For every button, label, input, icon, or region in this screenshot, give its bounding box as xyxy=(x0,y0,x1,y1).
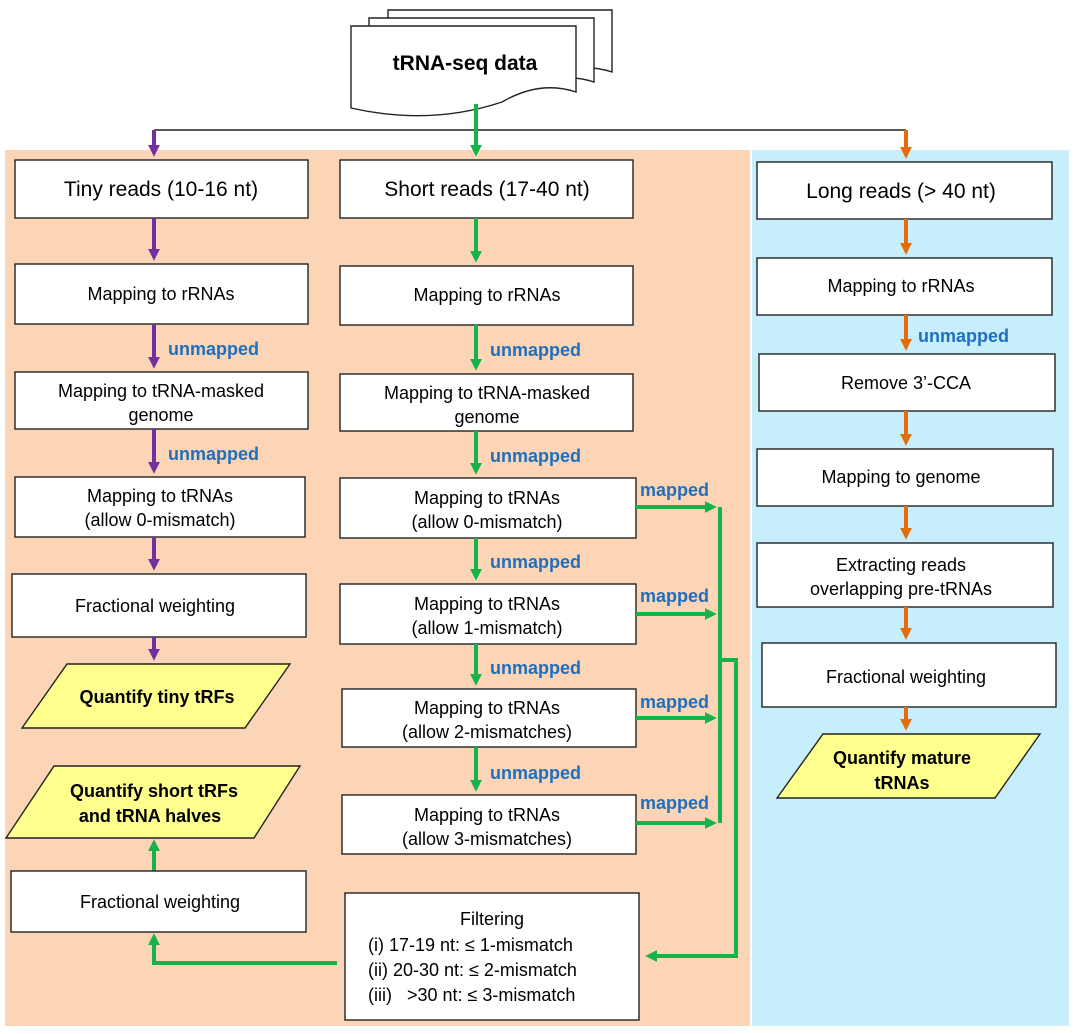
short-step6-line2: (allow 3-mismatches) xyxy=(402,829,572,849)
tiny-unmapped-1: unmapped xyxy=(168,339,259,359)
long-output-line2: tRNAs xyxy=(874,773,929,793)
long-step3-box: Mapping to genome xyxy=(756,448,1054,507)
tiny-step2-line2: genome xyxy=(128,405,193,425)
short-step2-line1: Mapping to tRNA-masked xyxy=(384,383,590,403)
filter-line3: (ii) 20-30 nt: ≤ 2-mismatch xyxy=(368,960,577,980)
short-header-box: Short reads (17-40 nt) xyxy=(339,159,634,219)
short-weighting-box: Fractional weighting xyxy=(10,870,307,933)
long-header: Long reads (> 40 nt) xyxy=(806,180,996,203)
long-step5: Fractional weighting xyxy=(826,667,986,687)
short-step5-line1: Mapping to tRNAs xyxy=(414,698,560,718)
long-step1-box: Mapping to rRNAs xyxy=(756,257,1053,316)
filter-line1: Filtering xyxy=(460,909,524,929)
tiny-step4-box: Fractional weighting xyxy=(11,573,307,638)
short-filter-box: Filtering (i) 17-19 nt: ≤ 1-mismatch (ii… xyxy=(344,892,640,1021)
tiny-step3-line1: Mapping to tRNAs xyxy=(87,486,233,506)
long-output-line1: Quantify mature xyxy=(833,748,971,768)
long-step4-box: Extracting reads overlapping pre-tRNAs xyxy=(756,542,1054,608)
short-step5-line2: (allow 2-mismatches) xyxy=(402,722,572,742)
mapped-label-4: mapped xyxy=(640,793,709,813)
short-step1-box: Mapping to rRNAs xyxy=(339,265,634,326)
tiny-header: Tiny reads (10-16 nt) xyxy=(64,178,258,201)
tiny-output: Quantify tiny tRFs xyxy=(20,663,292,729)
collector-to-filter-arrow xyxy=(645,658,738,962)
short-step3-line1: Mapping to tRNAs xyxy=(414,488,560,508)
long-unmapped: unmapped xyxy=(918,326,1009,346)
tiny-output-label: Quantify tiny tRFs xyxy=(79,687,234,707)
short-step3-box: Mapping to tRNAs (allow 0-mismatch) xyxy=(339,477,637,539)
short-step3-line2: (allow 0-mismatch) xyxy=(411,512,562,532)
filter-line4: (iii) >30 nt: ≤ 3-mismatch xyxy=(368,985,575,1005)
tiny-unmapped-2: unmapped xyxy=(168,444,259,464)
short-unmapped-5: unmapped xyxy=(490,763,581,783)
mapped-label-3: mapped xyxy=(640,692,709,712)
long-header-box: Long reads (> 40 nt) xyxy=(756,161,1053,220)
short-step6-box: Mapping to tRNAs (allow 3-mismatches) xyxy=(341,794,637,855)
long-output: Quantify mature tRNAs xyxy=(775,733,1042,799)
short-step4-line1: Mapping to tRNAs xyxy=(414,594,560,614)
long-step2: Remove 3’-CCA xyxy=(841,373,971,393)
tiny-header-box: Tiny reads (10-16 nt) xyxy=(14,159,309,219)
short-step6-line1: Mapping to tRNAs xyxy=(414,805,560,825)
long-step2-box: Remove 3’-CCA xyxy=(758,353,1056,412)
short-step2-line2: genome xyxy=(454,407,519,427)
long-step4-line1: Extracting reads xyxy=(836,555,966,575)
short-step5-box: Mapping to tRNAs (allow 2-mismatches) xyxy=(341,688,637,748)
short-unmapped-1: unmapped xyxy=(490,340,581,360)
short-step4-line2: (allow 1-mismatch) xyxy=(411,618,562,638)
tiny-step2-box: Mapping to tRNA-masked genome xyxy=(14,371,309,430)
filter-line2: (i) 17-19 nt: ≤ 1-mismatch xyxy=(368,935,573,955)
short-step1: Mapping to rRNAs xyxy=(413,285,560,305)
long-step4-line2: overlapping pre-tRNAs xyxy=(810,579,992,599)
short-output: Quantify short tRFs and tRNA halves xyxy=(4,765,302,839)
long-step3: Mapping to genome xyxy=(821,467,980,487)
tiny-step2-line1: Mapping to tRNA-masked xyxy=(58,381,264,401)
mapped-label-1: mapped xyxy=(640,480,709,500)
tiny-step1: Mapping to rRNAs xyxy=(87,284,234,304)
tiny-step3-box: Mapping to tRNAs (allow 0-mismatch) xyxy=(14,476,306,538)
mapped-label-2: mapped xyxy=(640,586,709,606)
tiny-step4: Fractional weighting xyxy=(75,596,235,616)
long-step1: Mapping to rRNAs xyxy=(827,276,974,296)
tiny-step1-box: Mapping to rRNAs xyxy=(14,263,309,325)
short-unmapped-3: unmapped xyxy=(490,552,581,572)
short-unmapped-2: unmapped xyxy=(490,446,581,466)
tiny-step3-line2: (allow 0-mismatch) xyxy=(84,510,235,530)
short-weighting: Fractional weighting xyxy=(80,892,240,912)
short-step4-box: Mapping to tRNAs (allow 1-mismatch) xyxy=(339,583,637,645)
filter-to-weighting-arrow xyxy=(148,933,337,965)
short-output-line2: and tRNA halves xyxy=(79,806,221,826)
short-header: Short reads (17-40 nt) xyxy=(384,178,589,201)
short-step2-box: Mapping to tRNA-masked genome xyxy=(339,373,634,432)
input-document-stack: tRNA-seq data xyxy=(350,9,613,117)
short-output-line1: Quantify short tRFs xyxy=(70,781,238,801)
split-connector xyxy=(148,104,912,159)
input-label: tRNA-seq data xyxy=(393,52,538,75)
long-step5-box: Fractional weighting xyxy=(761,642,1057,708)
short-unmapped-4: unmapped xyxy=(490,658,581,678)
